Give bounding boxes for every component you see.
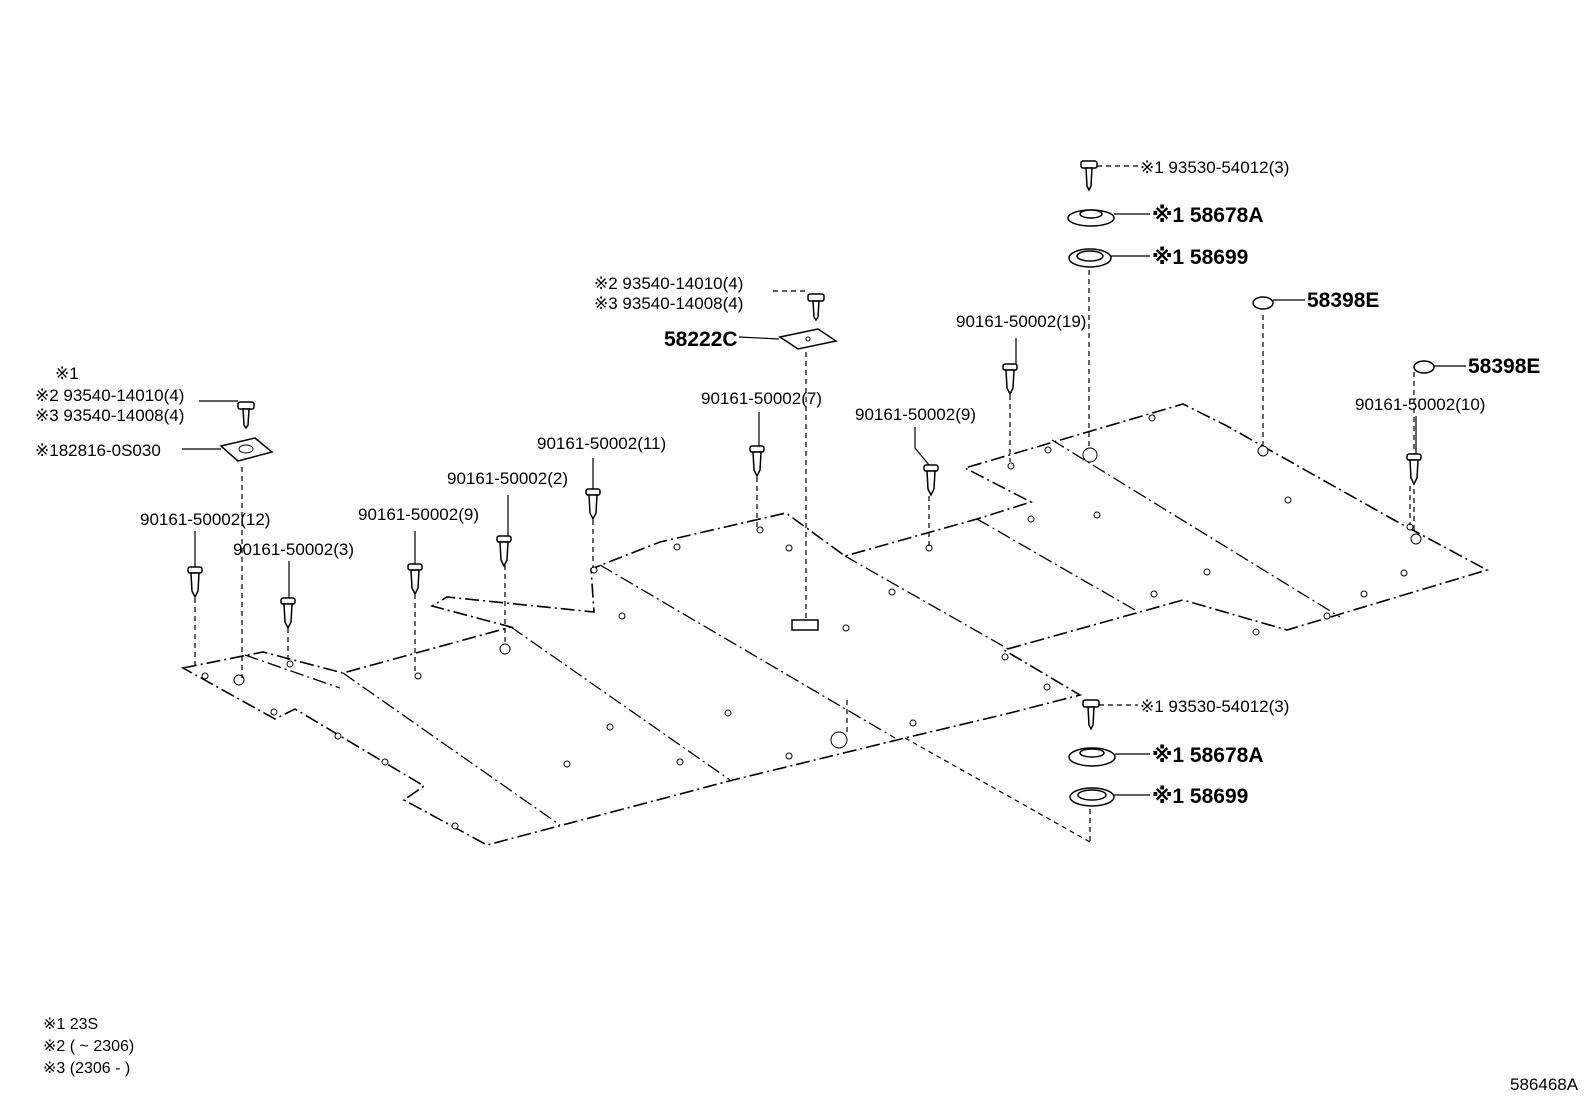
label-screw-9-right: 90161-50002(9) bbox=[855, 405, 976, 424]
label-screw-11: 90161-50002(11) bbox=[537, 434, 666, 453]
label-ring-58699-top: ※1 58699 bbox=[1152, 246, 1248, 269]
label-note-1-left: ※1 bbox=[55, 364, 79, 383]
screw-icon bbox=[1406, 453, 1422, 486]
plate-icon bbox=[778, 328, 838, 350]
label-bolt-93540-14008-mid: ※3 93540-14008(4) bbox=[594, 294, 743, 313]
screw-icon bbox=[280, 597, 296, 630]
label-screw-10: 90161-50002(10) bbox=[1355, 395, 1485, 414]
label-plate-58222c: 58222C bbox=[664, 328, 738, 351]
bolt-icon bbox=[1082, 699, 1100, 731]
part-labels: ※1 93530-54012(3) ※1 58678A ※1 58699 583… bbox=[35, 158, 1540, 808]
label-screw-2: 90161-50002(2) bbox=[447, 469, 568, 488]
clip-icon bbox=[1413, 360, 1435, 374]
plate-icon bbox=[219, 437, 274, 462]
label-bolt-93540-14010-left: ※2 93540-14010(4) bbox=[35, 386, 184, 405]
screw-icon bbox=[923, 464, 939, 497]
label-cap-58678a-top: ※1 58678A bbox=[1152, 204, 1264, 227]
label-plate-82816: ※182816-0S030 bbox=[35, 441, 161, 460]
label-ring-58699-bottom: ※1 58699 bbox=[1152, 785, 1248, 808]
screw-icon bbox=[496, 535, 512, 568]
bolt-icon bbox=[807, 293, 825, 322]
cap-icon bbox=[1068, 747, 1116, 767]
screw-icon bbox=[749, 445, 765, 478]
bolt-icon bbox=[237, 401, 255, 430]
label-bolt-93530-bottom: ※1 93530-54012(3) bbox=[1140, 697, 1289, 716]
label-clip-58398e-2: 58398E bbox=[1468, 355, 1540, 378]
floor-panel bbox=[180, 403, 1490, 846]
ring-icon bbox=[1069, 787, 1115, 807]
installation-lines bbox=[194, 270, 1415, 843]
label-screw-7: 90161-50002(7) bbox=[701, 389, 822, 408]
label-clip-58398e-1: 58398E bbox=[1307, 289, 1379, 312]
diagram-id: 586468A bbox=[1510, 1075, 1579, 1094]
label-bolt-93540-14008-left: ※3 93540-14008(4) bbox=[35, 406, 184, 425]
cap-icon bbox=[1067, 209, 1115, 227]
footnotes: ※1 23S ※2 ( ~ 2306) ※3 (2306 - ) bbox=[43, 1016, 134, 1077]
hardware-parts bbox=[187, 160, 1435, 807]
footnote-3: ※3 (2306 - ) bbox=[43, 1060, 130, 1077]
screw-icon bbox=[187, 566, 203, 599]
ring-icon bbox=[1068, 248, 1112, 268]
label-bolt-93540-14010-mid: ※2 93540-14010(4) bbox=[594, 274, 743, 293]
screw-icon bbox=[1002, 363, 1018, 396]
screw-icon bbox=[585, 488, 601, 521]
screw-icon bbox=[407, 563, 423, 596]
label-screw-12: 90161-50002(12) bbox=[140, 510, 270, 529]
label-cap-58678a-bottom: ※1 58678A bbox=[1152, 744, 1264, 767]
bolt-icon bbox=[1080, 160, 1098, 192]
label-screw-19: 90161-50002(19) bbox=[956, 312, 1086, 331]
footnote-2: ※2 ( ~ 2306) bbox=[43, 1038, 134, 1055]
label-screw-3: 90161-50002(3) bbox=[233, 540, 354, 559]
footnote-1: ※1 23S bbox=[43, 1016, 98, 1033]
label-screw-9-left: 90161-50002(9) bbox=[358, 505, 479, 524]
clip-icon bbox=[1252, 296, 1274, 310]
leader-lines bbox=[182, 165, 1466, 796]
label-bolt-93530-top: ※1 93530-54012(3) bbox=[1140, 158, 1289, 177]
